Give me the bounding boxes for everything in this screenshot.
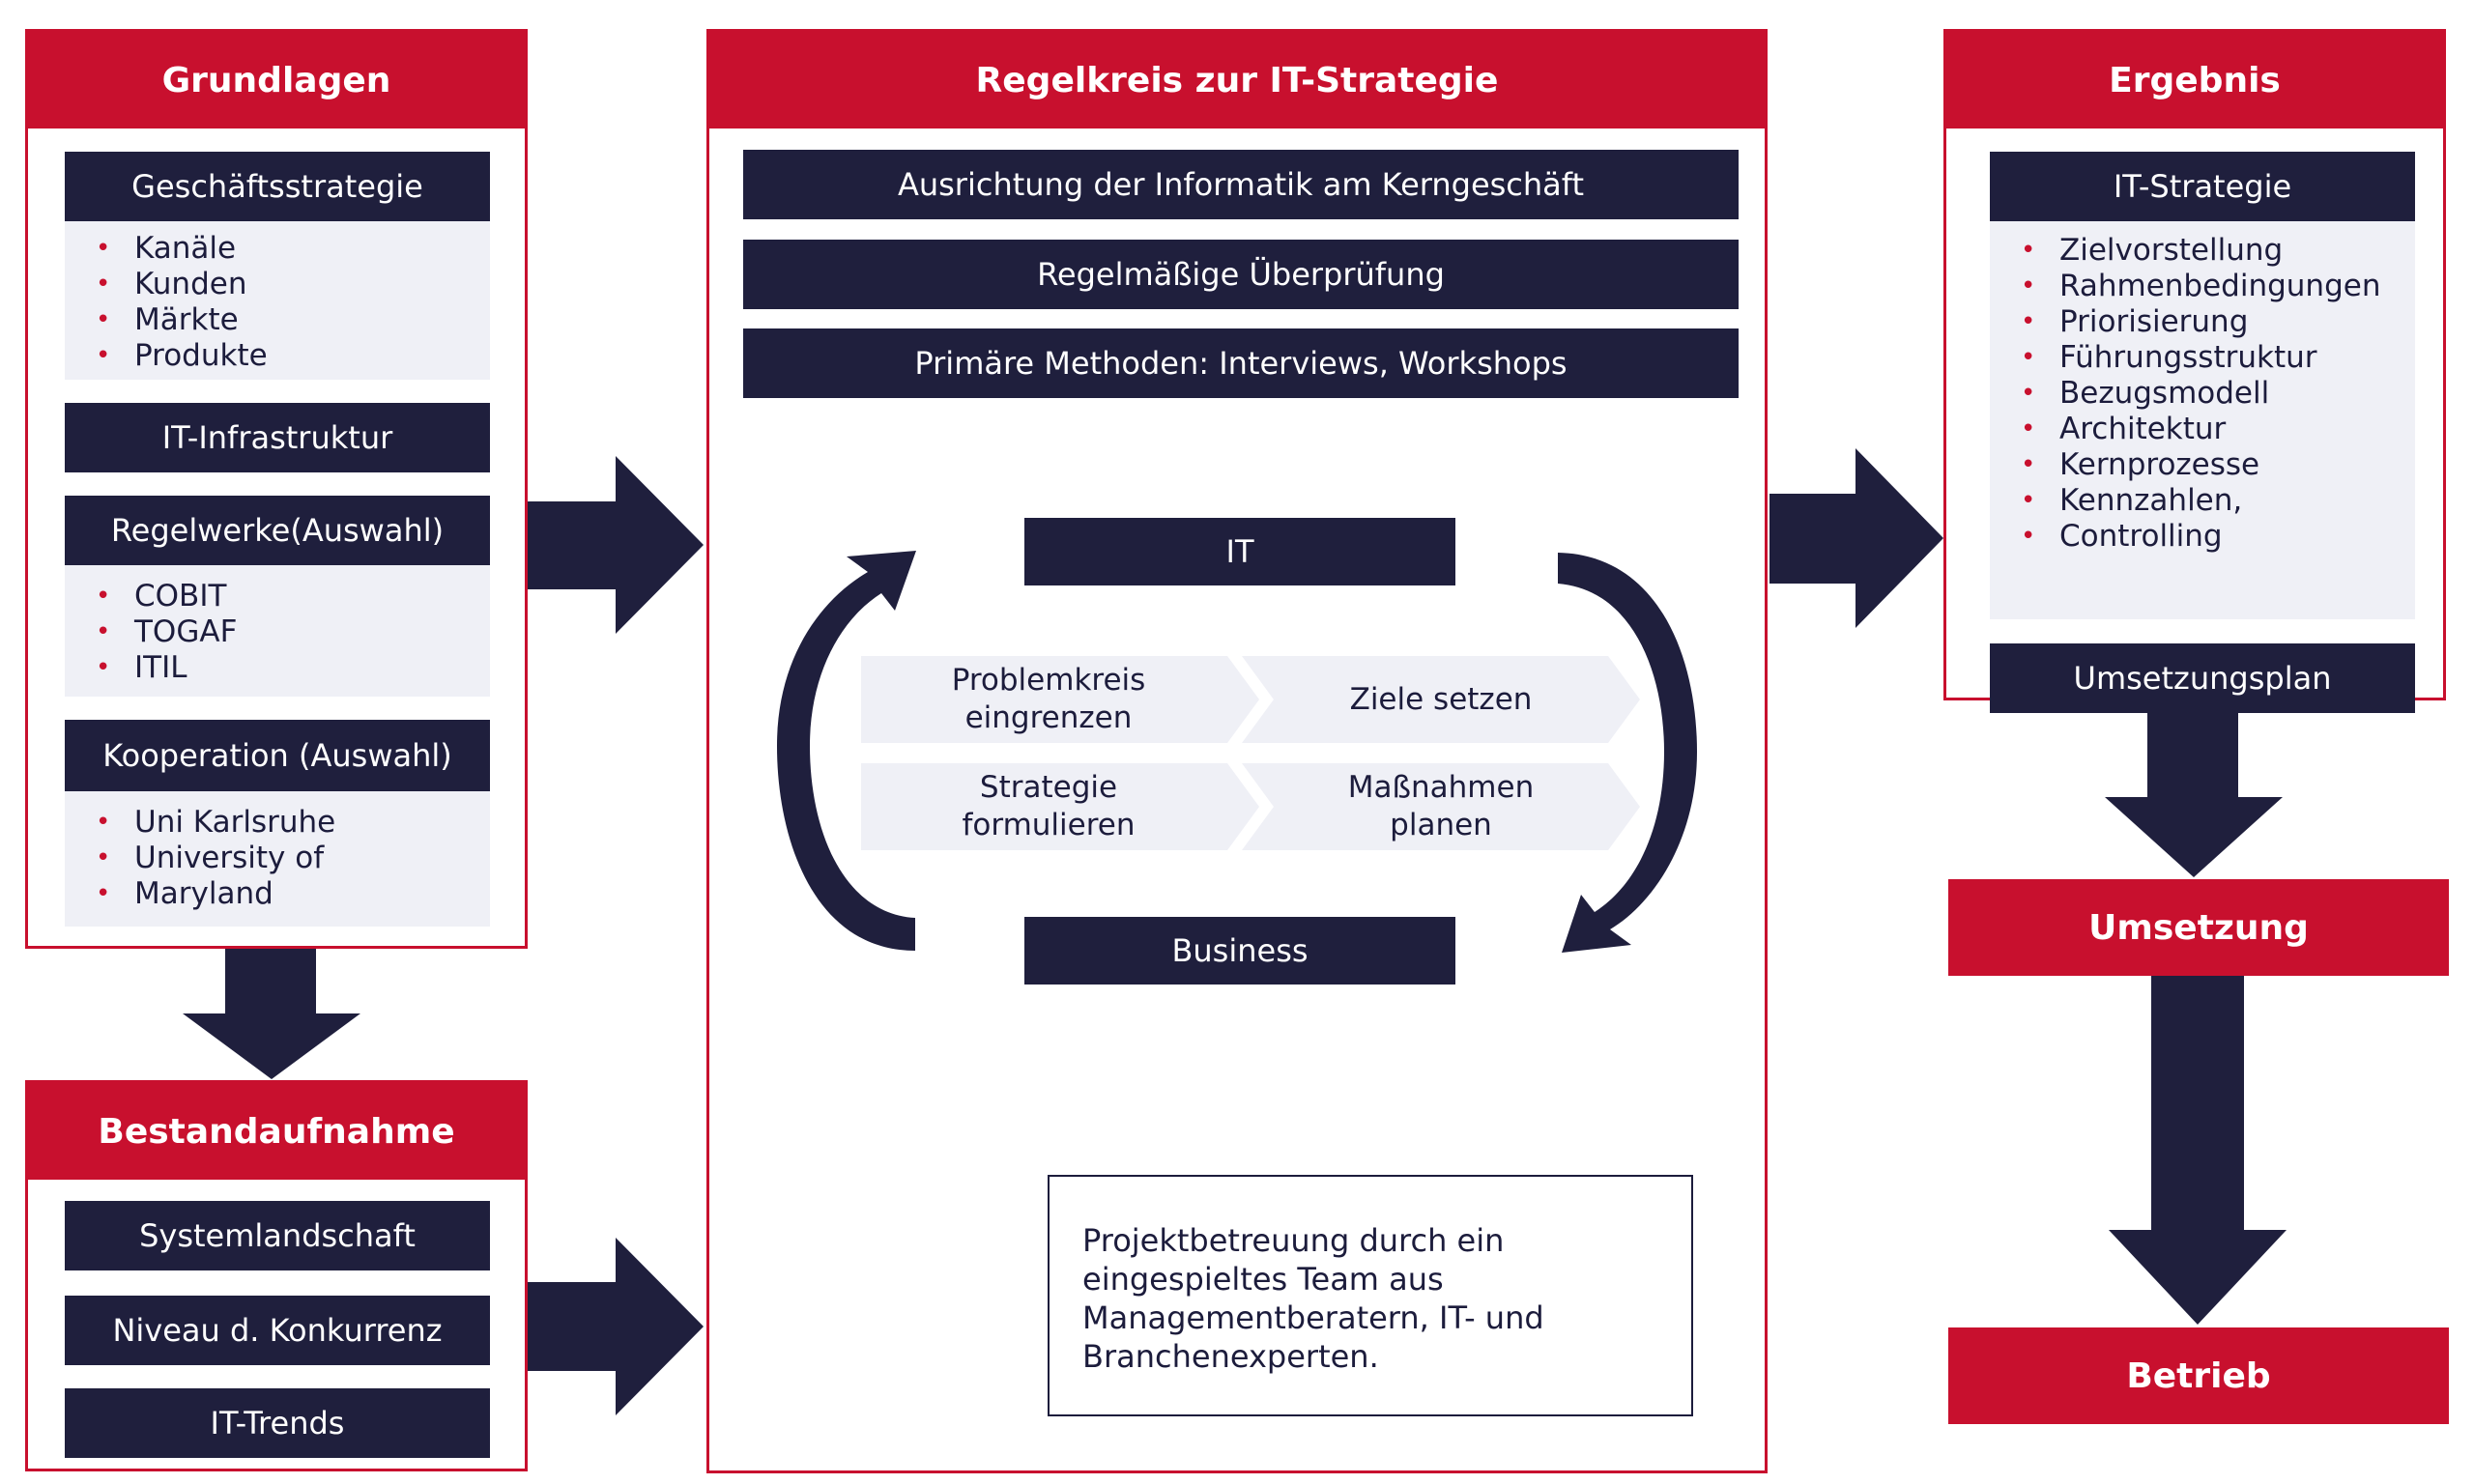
it-strategie-bar: IT-Strategie (1990, 152, 2415, 221)
cycle-arrow-right-icon (1558, 553, 1697, 953)
grundlagen-title: Grundlagen (28, 32, 525, 128)
konkurrenz-bar: Niveau d. Konkurrenz (65, 1296, 490, 1365)
geschaeftsstrategie-list: Kanäle Kunden Märkte Produkte (94, 231, 480, 374)
step-line: planen (1390, 808, 1492, 842)
list-item: Kunden (94, 267, 480, 302)
umsetzung-block: Umsetzung (1948, 879, 2449, 976)
list-item: Produkte (94, 338, 480, 374)
it-strategie-list-box: Zielvorstellung Rahmenbedingungen Priori… (1990, 221, 2415, 619)
note-line: eingespieltes Team aus (1082, 1261, 1444, 1298)
it-bar: IT (1024, 518, 1455, 585)
it-strategie-list: Zielvorstellung Rahmenbedingungen Priori… (2019, 233, 2405, 555)
ausrichtung-bar: Ausrichtung der Informatik am Kerngeschä… (743, 150, 1739, 219)
geschaeftsstrategie-bar: Geschäftsstrategie (65, 152, 490, 221)
arrow-down-icon (2109, 976, 2287, 1325)
step-line: formulieren (962, 808, 1136, 842)
arrow-down-icon (2105, 700, 2283, 877)
list-item: Priorisierung (2019, 304, 2405, 340)
step-line: Strategie (979, 770, 1118, 805)
step-line: eingrenzen (964, 700, 1133, 735)
step-ziele-setzen: Ziele setzen (1242, 656, 1640, 743)
arrow-right-icon (528, 1238, 704, 1415)
grundlagen-panel: Grundlagen Geschäftsstrategie Kanäle Kun… (25, 29, 528, 949)
regelkreis-title: Regelkreis zur IT-Strategie (709, 32, 1765, 128)
step-line: Maßnahmen (1347, 770, 1535, 805)
list-item: Kanäle (94, 231, 480, 267)
list-item: Uni Karlsruhe (94, 805, 480, 841)
list-item: Kernprozesse (2019, 447, 2405, 483)
business-bar: Business (1024, 917, 1455, 985)
kooperation-list: Uni Karlsruhe University of Maryland (94, 805, 480, 912)
list-item: Führungsstruktur (2019, 340, 2405, 376)
bestandaufnahme-title: Bestandaufnahme (28, 1083, 525, 1180)
list-item: TOGAF (94, 614, 480, 650)
list-item: ITIL (94, 650, 480, 686)
step-line: Problemkreis (951, 663, 1146, 698)
ergebnis-title: Ergebnis (1946, 32, 2443, 128)
list-item: COBIT (94, 579, 480, 614)
step-line: Ziele setzen (1349, 681, 1533, 717)
arrow-right-icon (528, 456, 704, 634)
geschaeftsstrategie-list-box: Kanäle Kunden Märkte Produkte (65, 221, 490, 380)
cycle-arrow-left-icon (777, 551, 916, 951)
note-line: Branchenexperten. (1082, 1338, 1379, 1375)
it-infrastruktur-bar: IT-Infrastruktur (65, 403, 490, 472)
ergebnis-panel: Ergebnis IT-Strategie Zielvorstellung Ra… (1943, 29, 2446, 713)
kooperation-bar: Kooperation (Auswahl) (65, 720, 490, 791)
note-line: Managementberatern, IT- und (1082, 1299, 1544, 1336)
list-item: Kennzahlen, (2019, 483, 2405, 519)
arrow-right-icon (1769, 448, 1943, 628)
list-item: University of (94, 841, 480, 876)
list-item: Architektur (2019, 412, 2405, 447)
betrieb-block: Betrieb (1948, 1327, 2449, 1424)
systemlandschaft-bar: Systemlandschaft (65, 1201, 490, 1270)
bestandaufnahme-panel: Bestandaufnahme Systemlandschaft Niveau … (25, 1080, 528, 1471)
list-item: Zielvorstellung (2019, 233, 2405, 269)
ueberpruefung-bar: Regelmäßige Überprüfung (743, 240, 1739, 309)
it-trends-bar: IT-Trends (65, 1388, 490, 1458)
regelkreis-panel: Regelkreis zur IT-Strategie Ausrichtung … (706, 29, 1768, 1473)
list-item: Bezugsmodell (2019, 376, 2405, 412)
list-item: Märkte (94, 302, 480, 338)
arrow-down-icon (183, 949, 360, 1079)
regelwerke-list-box: COBIT TOGAF ITIL (65, 565, 490, 697)
list-item: Rahmenbedingungen (2019, 269, 2405, 304)
methoden-bar: Primäre Methoden: Interviews, Workshops (743, 328, 1739, 398)
regelwerke-list: COBIT TOGAF ITIL (94, 579, 480, 686)
note-line: Projektbetreuung durch ein (1082, 1222, 1505, 1259)
kooperation-list-box: Uni Karlsruhe University of Maryland (65, 791, 490, 927)
projektbetreuung-note: Projektbetreuung durch ein eingespieltes… (1048, 1175, 1693, 1416)
list-item: Maryland (94, 876, 480, 912)
list-item-continued: Controlling (2019, 519, 2405, 555)
regelwerke-bar: Regelwerke(Auswahl) (65, 496, 490, 565)
